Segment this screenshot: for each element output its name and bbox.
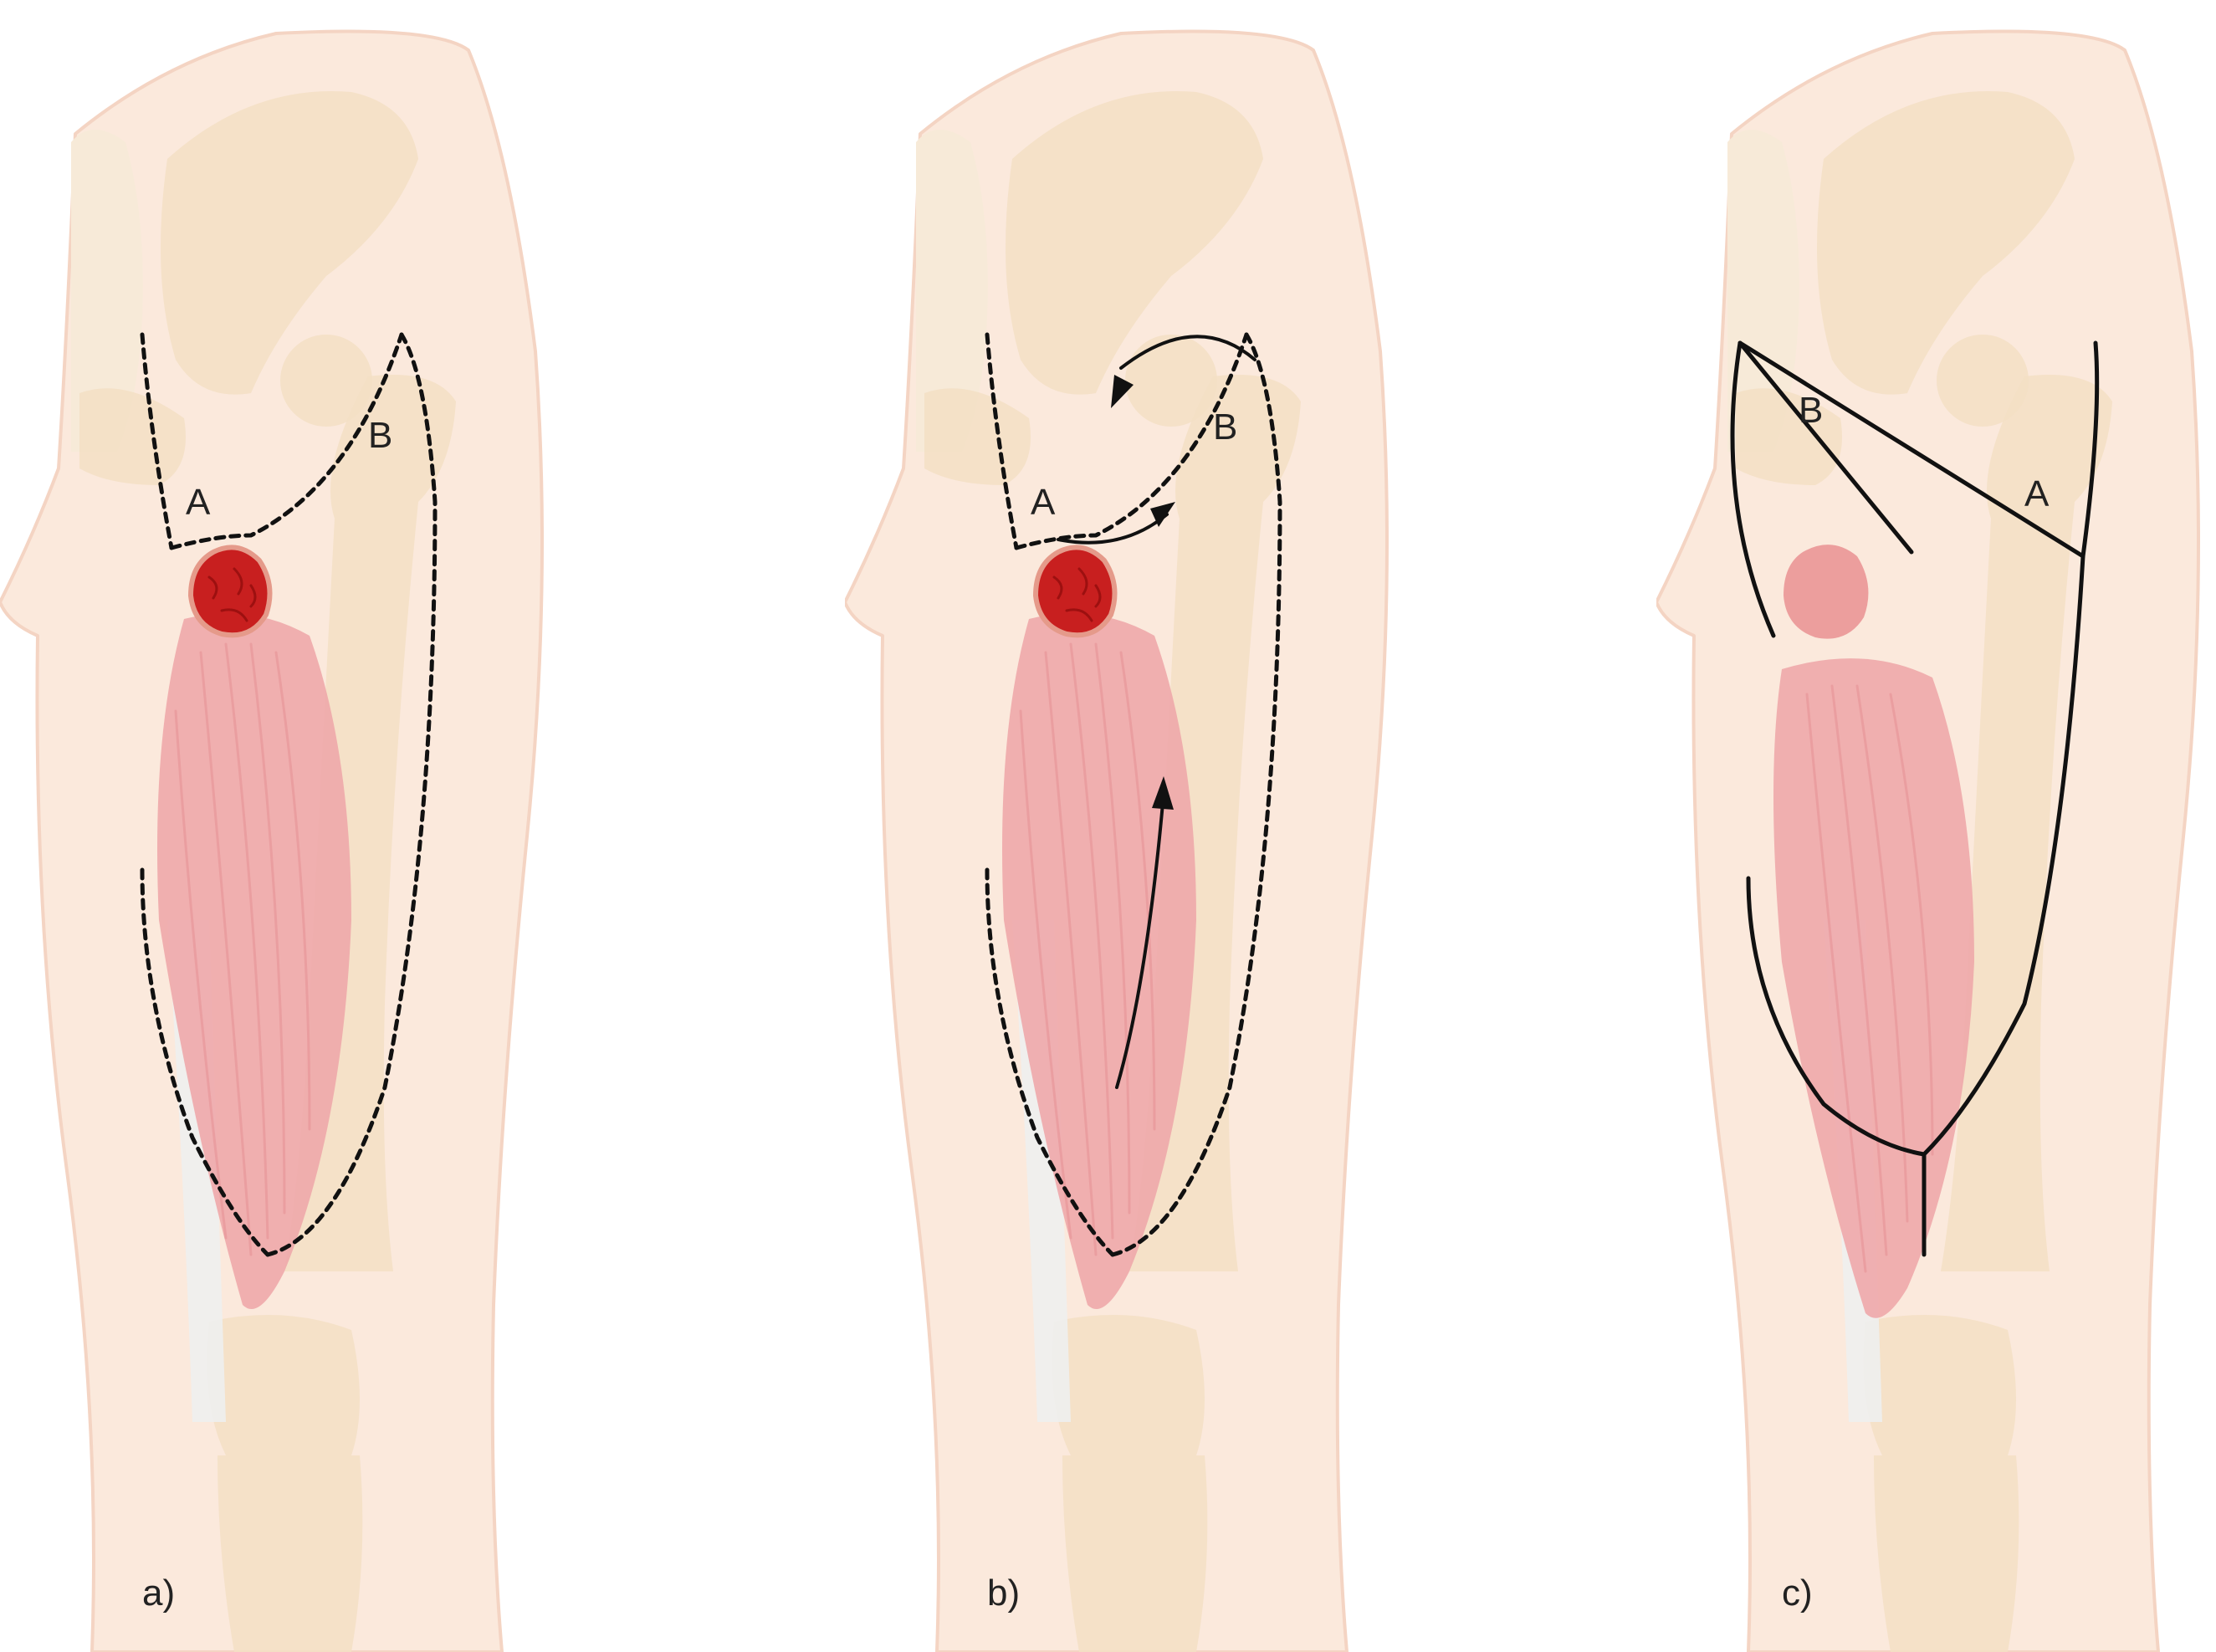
resection-outline-inner [140, 332, 174, 550]
label-b: B [368, 415, 392, 456]
knee [1863, 1315, 2016, 1455]
tumor [188, 545, 273, 638]
rotation-arrow-top [1119, 335, 1256, 370]
iliac-bone [161, 91, 418, 395]
pubic-bone [79, 388, 186, 485]
sacrum [71, 130, 143, 452]
label-a: A [186, 482, 211, 523]
panel-caption: c) [1782, 1573, 1813, 1614]
panel-caption: a) [142, 1573, 176, 1614]
advancement-arrow-head [1152, 776, 1174, 810]
flap-line-left [1746, 876, 1927, 1157]
pubic-bone [1736, 388, 1842, 485]
label-a: A [2024, 473, 2050, 514]
advancement-arrow [1115, 801, 1164, 1089]
tibia [1874, 1455, 2019, 1652]
label-b: B [1213, 407, 1237, 448]
rotation-arrow-top-head [1111, 375, 1134, 408]
muscle-fibers [1019, 642, 1156, 1256]
pubic-bone [924, 388, 1031, 485]
flap-line-diagonal [1737, 340, 2085, 559]
sacrum [1727, 130, 1799, 452]
panel-b: A B b) [845, 0, 1584, 1652]
label-a: A [1031, 482, 1056, 523]
iliac-bone [1817, 91, 2075, 395]
resection-outline-lower [985, 867, 1115, 1257]
muscle-fibers [174, 642, 311, 1256]
flap-line-b-left [1730, 340, 1776, 638]
resection-outline-a [169, 332, 404, 550]
femoral-head [1125, 335, 1217, 427]
resection-outline-top [1110, 332, 1282, 1257]
knee [1052, 1315, 1205, 1455]
flap-line-right [1922, 554, 2085, 1157]
muscle-fibers [1805, 684, 1934, 1273]
rotation-arrow-mid-head [1150, 502, 1175, 527]
tumor-texture [1052, 567, 1102, 622]
flap-line-top [1737, 340, 1914, 555]
tumor-faded [1784, 545, 1869, 639]
panel-a-illustration: A B [0, 29, 544, 1652]
tibia [218, 1455, 363, 1652]
resection-outline-inner [985, 332, 1019, 550]
tumor-texture [207, 567, 257, 622]
resection-outline-a [1014, 332, 1249, 550]
resection-outline-lower [140, 867, 270, 1257]
panel-caption: b) [987, 1573, 1021, 1614]
panel-a: A B a) [0, 0, 739, 1652]
flap-line-right-upper [2080, 340, 2100, 559]
iliac-bone [1006, 91, 1263, 395]
knee [207, 1315, 360, 1455]
panel-c-illustration: B A [1656, 29, 2200, 1652]
label-b: B [1799, 390, 1823, 431]
tumor [1033, 545, 1118, 638]
panel-b-illustration: A B [845, 29, 1389, 1652]
tibia [1062, 1455, 1208, 1652]
resection-outline-top [265, 332, 438, 1257]
femoral-head [280, 335, 372, 427]
panel-c: B A c) [1656, 0, 2216, 1652]
femoral-head [1937, 335, 2029, 427]
femur [1941, 375, 2112, 1271]
sacrum [916, 130, 988, 452]
